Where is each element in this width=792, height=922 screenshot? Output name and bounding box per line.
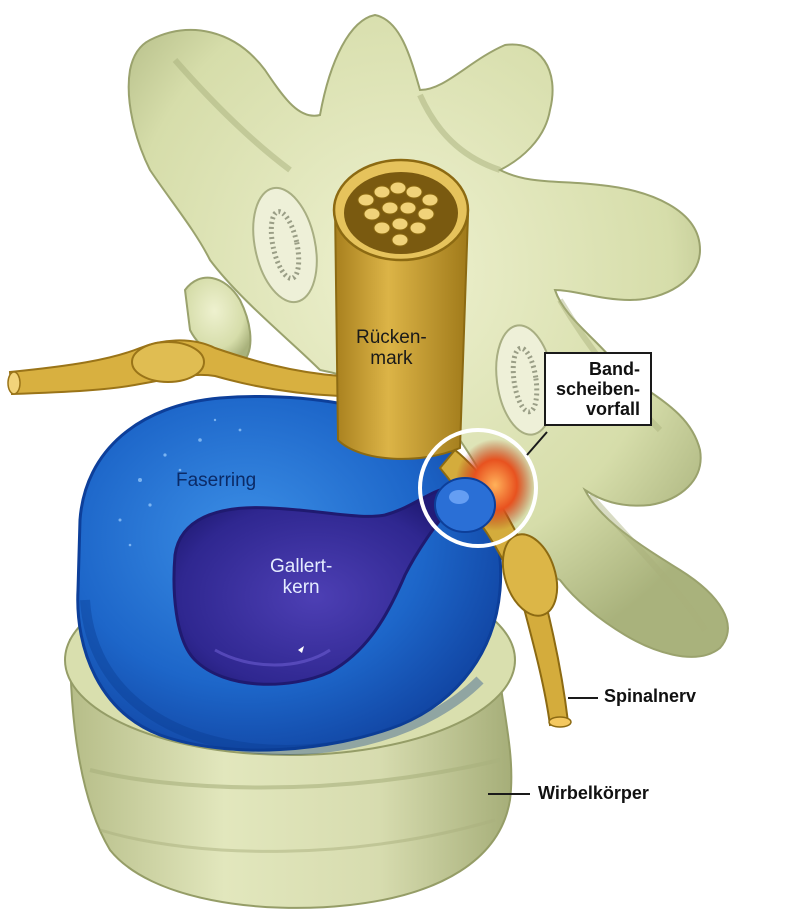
label-spinalnerv: Spinalnerv [604,686,696,706]
label-gallertkern: Gallert- kern [270,556,332,599]
nerve-root-left [8,340,340,396]
label-wirbelkoerper: Wirbelkörper [538,783,649,803]
spinal-cord [334,160,468,459]
label-faserring: Faserring [176,470,256,491]
label-rueckenmark: Rücken- mark [356,327,427,370]
label-bandscheibenvorfall: Band- scheiben- vorfall [544,352,652,426]
